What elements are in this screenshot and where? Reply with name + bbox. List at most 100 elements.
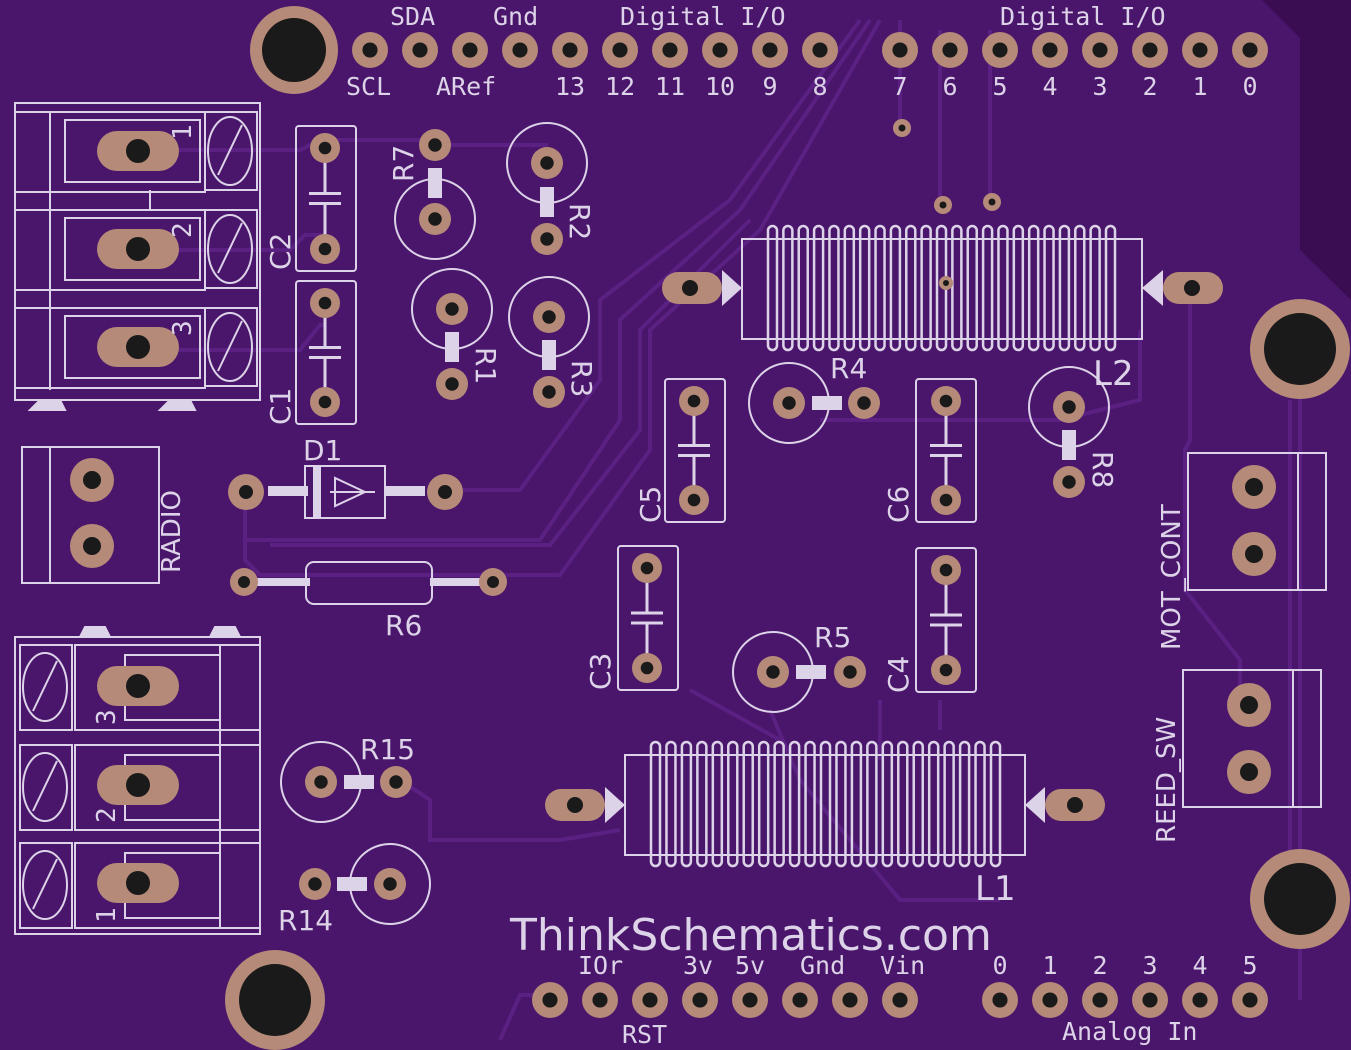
label-reed-sw: REED_SW <box>1152 717 1182 843</box>
component-labels: C2 C1 R7 R2 R1 R3 R4 R8 C5 C6 C3 C4 R5 R… <box>264 145 1119 937</box>
analog-pad-5 <box>1232 982 1268 1018</box>
res-pad <box>834 656 866 688</box>
label-c6: C6 <box>882 486 915 523</box>
res-pad <box>757 656 789 688</box>
capacitor-c5 <box>664 378 726 523</box>
pin-label-10: 10 <box>705 72 735 101</box>
label-analog-in: Analog In <box>1062 1017 1197 1046</box>
pin-label-3: 3 <box>1092 72 1107 101</box>
resistor-r3 <box>508 276 590 408</box>
vertical-resistors <box>280 122 1110 925</box>
res-pad <box>533 376 565 408</box>
label-r4: R4 <box>830 352 867 385</box>
header-pad-top-9 <box>802 32 838 68</box>
cap-pad <box>310 387 340 417</box>
label-rst: RST <box>622 1020 667 1049</box>
analog-pad-4 <box>1182 982 1218 1018</box>
pin-label-11: 11 <box>655 72 685 101</box>
res-pad <box>533 301 565 333</box>
label-radio: RADIO <box>157 490 187 573</box>
label-digital-io-right: Digital I/O <box>1000 2 1166 31</box>
pin-label-12: 12 <box>605 72 635 101</box>
header-pad-top-r5 <box>1132 32 1168 68</box>
label-r2: R2 <box>563 203 596 240</box>
pin-label-13: 13 <box>555 72 585 101</box>
label-l2: L2 <box>1093 354 1134 394</box>
res-pad <box>305 766 337 798</box>
res-pad <box>436 368 468 400</box>
cap-pad <box>632 553 662 583</box>
cap-pad <box>931 485 961 515</box>
capacitor-c6 <box>915 378 977 523</box>
header-pad-top-6 <box>652 32 688 68</box>
analog-label-4: 4 <box>1192 951 1207 980</box>
header-pad-top-2 <box>452 32 488 68</box>
analog-pad-0 <box>982 982 1018 1018</box>
label-d1: D1 <box>303 434 342 467</box>
label-r14: R14 <box>278 904 333 937</box>
res-pad <box>848 387 880 419</box>
resistor-r1 <box>411 268 493 400</box>
resistor-r8 <box>1028 366 1110 498</box>
pin-label-9: 9 <box>762 72 777 101</box>
res-pad <box>773 387 805 419</box>
terminal-bottom-num-3: 3 <box>92 709 122 725</box>
diode-d1: D1 <box>228 434 463 519</box>
capacitors <box>295 125 977 693</box>
analog-label-0: 0 <box>992 951 1007 980</box>
header-pad-top-3 <box>502 32 538 68</box>
header-pad-top-r0 <box>882 32 918 68</box>
res-pad <box>374 868 406 900</box>
label-c1: C1 <box>264 388 297 425</box>
mot-cont-connector: MOT_CONT <box>1157 452 1327 650</box>
label-c3: C3 <box>584 653 617 690</box>
top-header-pads <box>352 32 1268 68</box>
header-pad-bottom-6 <box>832 982 868 1018</box>
cap-pad <box>679 386 709 416</box>
label-r1: R1 <box>469 347 502 384</box>
res-pad <box>419 203 451 235</box>
reed-sw-connector: REED_SW <box>1152 669 1322 843</box>
radio-connector: RADIO <box>21 446 187 584</box>
header-pad-top-8 <box>752 32 788 68</box>
header-pad-top-1 <box>402 32 438 68</box>
cap-pad <box>679 485 709 515</box>
header-pad-top-r7 <box>1232 32 1268 68</box>
label-3v: 3v <box>683 951 713 980</box>
resistor-r4 <box>748 362 880 444</box>
cap-pad <box>310 133 340 163</box>
capacitor-c1 <box>295 280 357 425</box>
label-mot-cont: MOT_CONT <box>1157 504 1187 650</box>
res-pad <box>531 147 563 179</box>
terminal-top-pads <box>97 131 179 367</box>
inductor-l2: L2 <box>662 224 1223 394</box>
cap-pad <box>632 653 662 683</box>
capacitor-c2 <box>295 125 357 272</box>
vias <box>893 119 1001 290</box>
top-header-labels: SDA Gnd Digital I/O Digital I/O SCL ARef… <box>346 2 1258 101</box>
pin-label-4: 4 <box>1042 72 1057 101</box>
analog-label-5: 5 <box>1242 951 1257 980</box>
capacitor-c4 <box>915 547 977 693</box>
analog-pad-3 <box>1132 982 1168 1018</box>
resistor-r15 <box>280 741 412 823</box>
terminal-block-top <box>14 102 261 411</box>
cap-pad <box>931 555 961 585</box>
header-pad-top-7 <box>702 32 738 68</box>
header-pad-top-5 <box>602 32 638 68</box>
header-pad-bottom-1 <box>582 982 618 1018</box>
label-ior: IOr <box>578 951 623 980</box>
analog-pad-2 <box>1082 982 1118 1018</box>
header-pad-top-r1 <box>932 32 968 68</box>
res-pad <box>419 129 451 161</box>
pin-label-7: 7 <box>892 72 907 101</box>
res-pad <box>1053 391 1085 423</box>
terminal-block-bottom <box>14 626 261 935</box>
label-r5: R5 <box>814 621 851 654</box>
label-gnd-top: Gnd <box>493 2 538 31</box>
pin-label-0: 0 <box>1242 72 1257 101</box>
resistor-r7 <box>394 129 476 260</box>
